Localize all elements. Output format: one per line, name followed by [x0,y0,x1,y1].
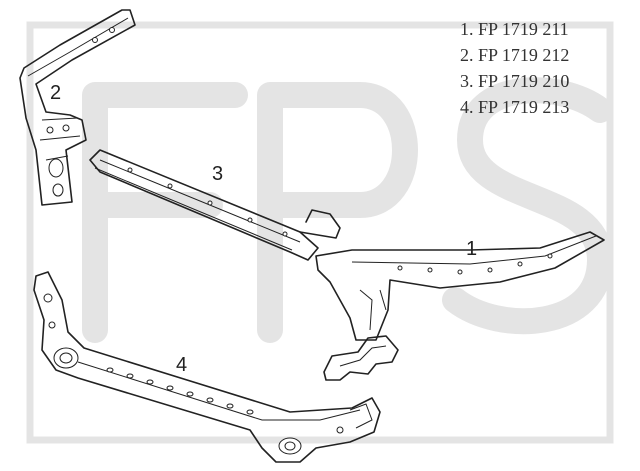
callout-2: 2 [50,82,62,104]
parts-list-item: 1. FP 1719 211 [460,19,569,39]
callout-3: 3 [212,163,224,185]
parts-list-item: 4. FP 1719 213 [460,97,570,117]
part-3-drawing [89,149,341,261]
parts-list: 1. FP 1719 211 2. FP 1719 212 3. FP 1719… [460,16,569,120]
parts-list-item: 2. FP 1719 212 [460,45,570,65]
part-4-drawing [33,271,381,463]
parts-list-item: 3. FP 1719 210 [460,71,570,91]
callout-4: 4 [176,354,188,376]
part-1-drawing [315,231,605,381]
part-2-drawing [19,9,136,206]
callout-1: 1 [466,238,478,260]
fps-watermark [26,21,614,444]
